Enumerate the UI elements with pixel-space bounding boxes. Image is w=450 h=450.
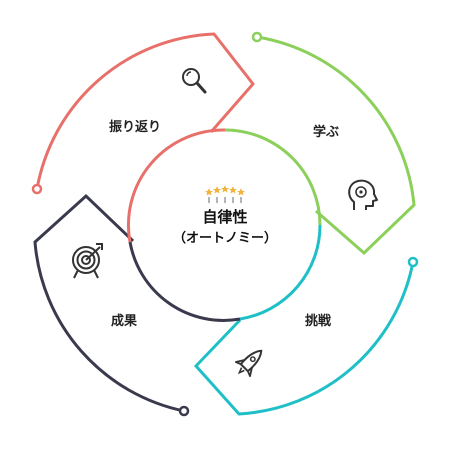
segment-reflection: 振り返り: [31, 32, 255, 195]
center-arc-green: [224, 128, 322, 226]
result-arc: [33, 193, 185, 413]
center-circle: [126, 128, 322, 322]
learn-arc-endpoint: [251, 31, 263, 43]
center-arc-teal: [239, 224, 322, 321]
center-arc-red: [126, 128, 226, 243]
center-arc-navy: [128, 241, 241, 322]
center-subtitle: （オートノミー）: [173, 230, 277, 246]
stars-icon: [205, 185, 245, 203]
center-title: 自律性: [202, 208, 247, 226]
result-arc-endpoint: [178, 405, 190, 417]
segment-challenge: 挑戦: [193, 256, 419, 416]
segment-learn: 学ぶ: [251, 31, 416, 256]
reflection-arc-endpoint: [31, 183, 43, 195]
challenge-arc: [193, 261, 415, 416]
rocket-icon: [234, 349, 263, 378]
result-label: 成果: [111, 313, 137, 329]
learn-label: 学ぶ: [313, 124, 339, 140]
magnifier-icon: [182, 68, 207, 94]
challenge-arc-endpoint: [407, 256, 419, 268]
segment-result: 成果: [33, 193, 190, 417]
learn-arc: [256, 35, 416, 256]
brain-head-icon: [348, 179, 378, 210]
reflection-arc: [35, 32, 255, 190]
challenge-label: 挑戦: [305, 313, 332, 329]
target-icon: [72, 243, 103, 279]
reflection-label: 振り返り: [109, 119, 161, 135]
